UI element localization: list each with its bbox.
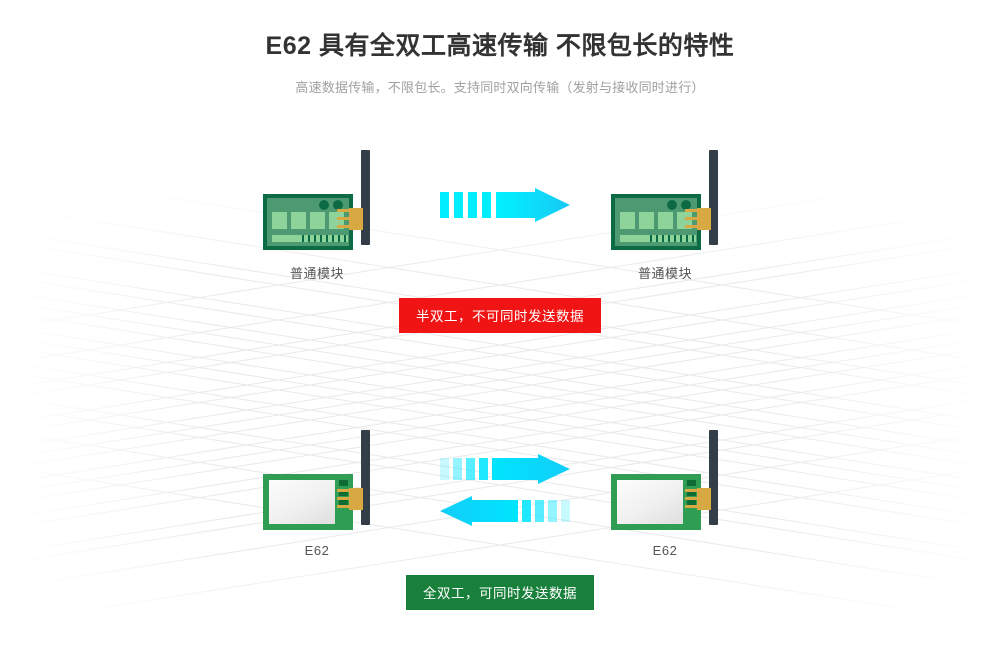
ordinary-module-left: 普通模块	[232, 150, 402, 282]
ordinary-module-right: 普通模块	[580, 150, 750, 282]
banner-header: E62 具有全双工高速传输 不限包长的特性 高速数据传输，不限包长。支持同时双向…	[0, 0, 1000, 96]
page-title: E62 具有全双工高速传输 不限包长的特性	[265, 32, 735, 60]
device-label: 普通模块	[637, 266, 692, 281]
connector-pins-icon	[685, 489, 699, 509]
antenna-icon	[361, 430, 370, 525]
antenna-connector-icon	[349, 488, 363, 510]
full-duplex-badge: 全双工，可同时发送数据	[406, 575, 594, 610]
device-row: 普通模块	[0, 150, 1000, 285]
page-subtitle: 高速数据传输，不限包长。支持同时双向传输（发射与接收同时进行）	[295, 79, 705, 95]
arrow-right-icon	[440, 188, 570, 222]
pin-header-strip-icon	[272, 235, 348, 242]
device-label: 普通模块	[289, 266, 344, 281]
e62-module-left: E62	[232, 430, 402, 558]
e62-module-right: E62	[580, 430, 750, 558]
antenna-connector-icon	[697, 208, 711, 230]
chip-blocks-icon	[620, 212, 692, 229]
radio-module-icon	[257, 150, 377, 255]
device-row: E62	[0, 430, 1000, 565]
bidirectional-arrow-group	[440, 454, 570, 526]
module-shield-face	[269, 480, 335, 524]
antenna-icon	[361, 150, 370, 245]
chip-blocks-icon	[272, 212, 344, 229]
connector-pins-icon	[685, 209, 699, 229]
half-duplex-badge: 半双工，不可同时发送数据	[399, 298, 601, 333]
arrow-left-icon	[440, 496, 570, 526]
arrow-right-icon	[440, 454, 570, 484]
half-duplex-scene: 普通模块	[0, 150, 1000, 285]
full-duplex-scene: E62	[0, 430, 1000, 565]
antenna-icon	[709, 150, 718, 245]
antenna-connector-icon	[697, 488, 711, 510]
radio-module-icon	[257, 430, 377, 535]
antenna-icon	[709, 430, 718, 525]
connector-pins-icon	[337, 209, 351, 229]
connector-pins-icon	[337, 489, 351, 509]
radio-module-icon	[605, 430, 725, 535]
device-label: E62	[304, 543, 330, 558]
module-shield-face	[617, 480, 683, 524]
radio-module-icon	[605, 150, 725, 255]
antenna-connector-icon	[349, 208, 363, 230]
device-label: E62	[652, 543, 678, 558]
pin-header-strip-icon	[620, 235, 696, 242]
